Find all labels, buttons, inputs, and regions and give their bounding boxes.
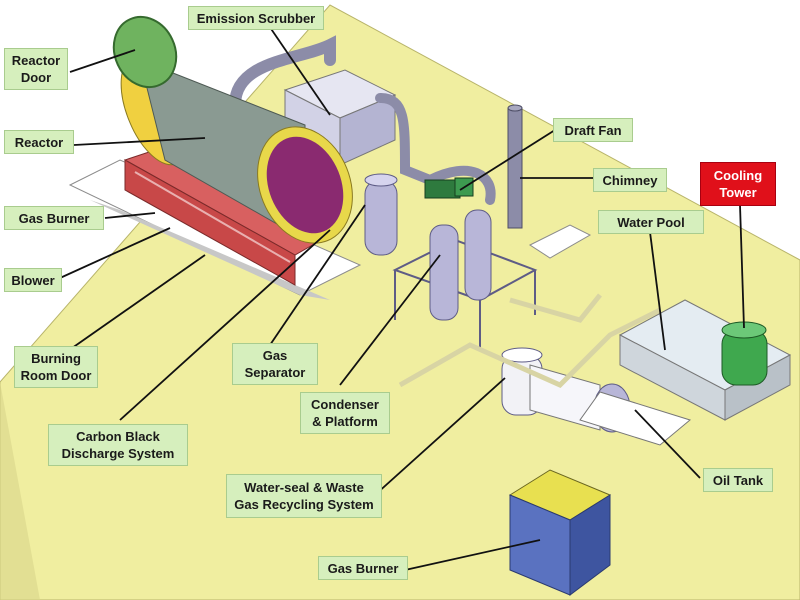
label-reactor-door: Reactor Door	[4, 48, 68, 90]
ground-slab-edge	[0, 382, 40, 600]
reactor-door-shape	[112, 15, 178, 89]
process-piping	[398, 307, 662, 388]
label-oil-tank: Oil Tank	[703, 468, 773, 492]
label-blower: Blower	[4, 268, 62, 292]
label-gas-burner: Gas Burner	[4, 206, 104, 230]
chimney-water-basin	[528, 224, 592, 259]
label-cooling-tower: Cooling Tower	[700, 162, 776, 206]
leader-lines	[54, 19, 745, 571]
cooling-tower-unit	[721, 321, 768, 386]
emission-pipe	[229, 35, 336, 111]
label-burning-room-door: Burning Room Door	[14, 346, 98, 388]
label-carbon-black-discharge: Carbon Black Discharge System	[48, 424, 188, 466]
reactor-cylinder	[120, 54, 353, 244]
label-water-seal-recycling: Water-seal & Waste Gas Recycling System	[226, 474, 382, 518]
bottom-gas-burner-box	[508, 469, 612, 596]
label-condenser-platform: Condenser & Platform	[300, 392, 390, 434]
gas-separator-vessel	[364, 173, 398, 256]
label-emission-scrubber: Emission Scrubber	[188, 6, 324, 30]
label-reactor: Reactor	[4, 130, 74, 154]
label-gas-burner-bottom: Gas Burner	[318, 556, 408, 580]
draft-fan-unit	[424, 177, 474, 199]
chimney-stack	[507, 104, 523, 229]
emission-scrubber	[283, 69, 397, 166]
label-gas-separator: Gas Separator	[232, 343, 318, 385]
burning-room-pit-wall	[90, 200, 330, 300]
label-water-pool: Water Pool	[598, 210, 704, 234]
condenser-platform	[392, 209, 538, 350]
label-chimney: Chimney	[593, 168, 667, 192]
cooling-piping	[509, 293, 602, 323]
label-draft-fan: Draft Fan	[553, 118, 633, 142]
gas-pipe	[375, 93, 496, 205]
